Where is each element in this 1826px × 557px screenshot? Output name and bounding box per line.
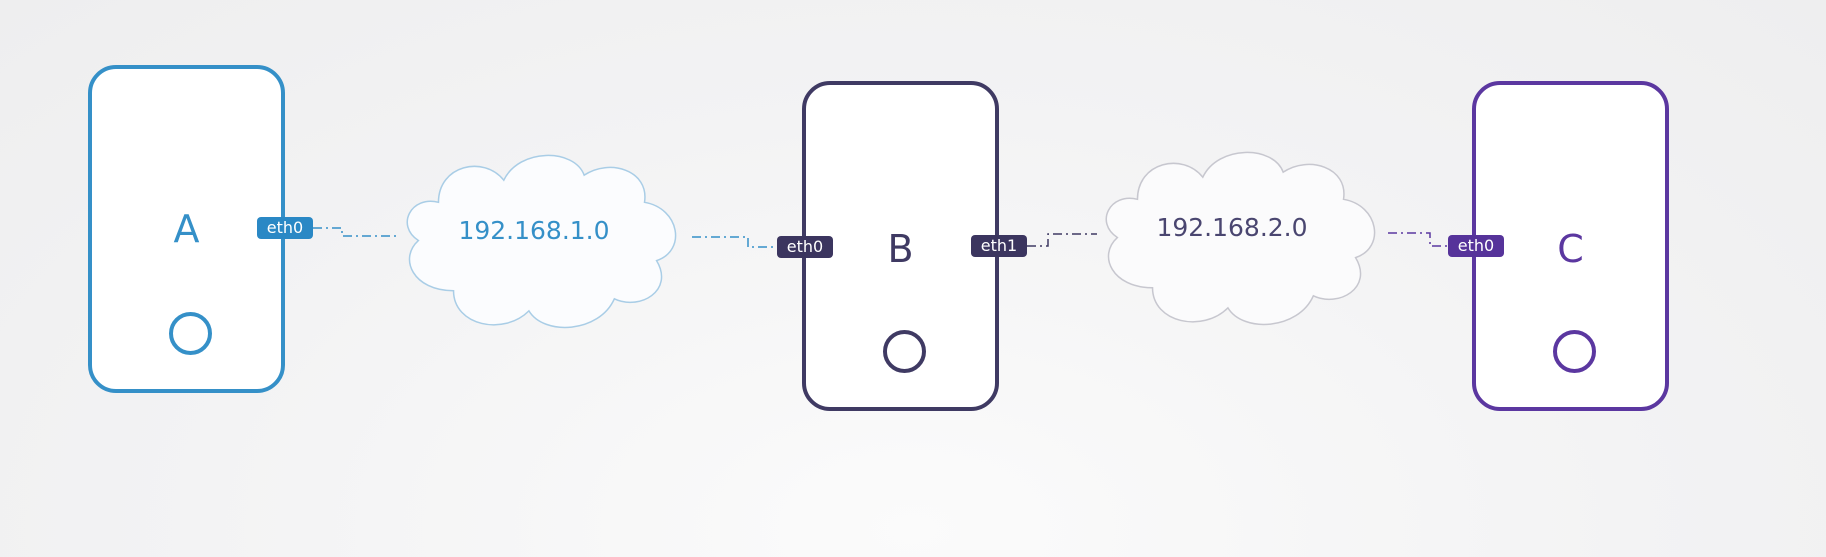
- interface-c-eth0: eth0: [1448, 235, 1504, 257]
- link-network-1-to-b: [692, 236, 777, 248]
- device-a: A: [88, 65, 285, 393]
- device-c-label: C: [1557, 227, 1584, 271]
- interface-b-eth1: eth1: [971, 235, 1027, 257]
- network-cloud-2: [1105, 151, 1376, 326]
- interface-a-eth0: eth0: [257, 217, 313, 239]
- device-c-circle-icon: [1553, 330, 1596, 373]
- network-label-2: 192.168.2.0: [1156, 213, 1308, 242]
- interface-b-eth0: eth0: [777, 236, 833, 258]
- link-b-to-network-2: [1027, 233, 1097, 247]
- device-b-circle-icon: [883, 330, 926, 373]
- device-b-label: B: [887, 227, 914, 271]
- device-a-label: A: [173, 207, 200, 251]
- link-network-2-to-c: [1388, 232, 1448, 247]
- device-a-circle-icon: [169, 312, 212, 355]
- link-a-to-network-1: [313, 227, 398, 237]
- network-label-1: 192.168.1.0: [458, 216, 610, 245]
- network-cloud-1: [406, 154, 677, 329]
